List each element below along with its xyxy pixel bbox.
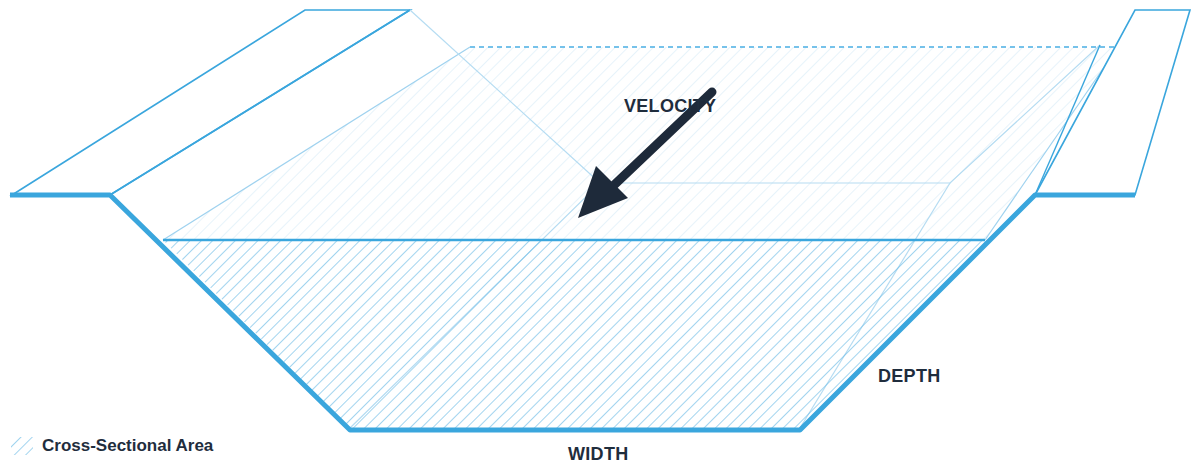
water-line [163, 239, 985, 242]
right-bank [1035, 10, 1190, 195]
left-bank [12, 10, 410, 195]
dimension-label: DEPTH [878, 366, 941, 387]
legend-text: Cross-Sectional Area [42, 436, 213, 456]
legend-swatch [10, 436, 34, 456]
channel-outline [10, 195, 1135, 430]
velocity-arrowhead [578, 166, 628, 218]
legend-entry: Cross-Sectional Area [10, 436, 213, 456]
hatch-sample [10, 436, 34, 456]
water-surface [163, 47, 1118, 240]
dimension-label: VELOCITY [624, 96, 716, 117]
dimension-label: WIDTH [568, 444, 628, 465]
back-water-edge [470, 46, 1118, 48]
cross-section [163, 240, 985, 428]
